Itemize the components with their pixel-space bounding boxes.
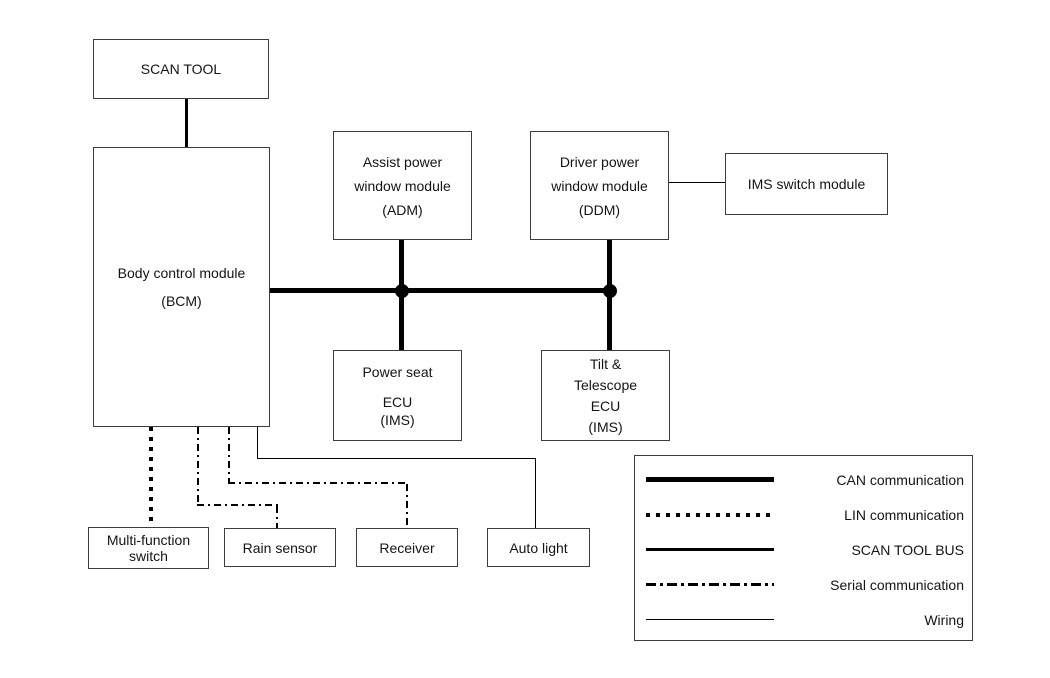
node-tilt-telescope-ecu: Tilt & Telescope ECU (IMS)	[541, 350, 670, 441]
legend: CAN communication LIN communication SCAN…	[634, 455, 973, 641]
node-scan-tool: SCAN TOOL	[93, 39, 269, 99]
legend-item-scan-tool-bus: SCAN TOOL BUS	[635, 532, 972, 567]
legend-label-can: CAN communication	[836, 471, 964, 488]
node-receiver: Receiver	[356, 528, 458, 567]
node-tilt-label-line2: Telescope	[573, 376, 638, 393]
can-junction-dot-ddm	[603, 284, 617, 298]
legend-item-can: CAN communication	[635, 462, 972, 497]
legend-item-serial: Serial communication	[635, 567, 972, 602]
node-auto-light: Auto light	[487, 528, 590, 567]
node-tilt-label-line1: Tilt &	[589, 355, 622, 372]
node-ddm: Driver power window module (DDM)	[530, 131, 669, 240]
node-power-seat-label-line3: (IMS)	[380, 411, 415, 428]
serial-line-sample	[646, 583, 774, 586]
node-auto-light-label: Auto light	[509, 539, 568, 556]
scan-tool-bus-line	[185, 99, 188, 147]
node-adm-label-line1: Assist power	[362, 153, 443, 170]
serial-line-rain-sensor-seg3	[276, 506, 278, 528]
node-adm-label-line2: window module	[354, 177, 451, 194]
node-tilt-label-line4: (IMS)	[588, 418, 623, 435]
serial-line-receiver-seg1	[228, 427, 230, 484]
wiring-line-auto-light-seg3	[535, 458, 536, 528]
can-bus-horizontal-line	[270, 288, 612, 293]
legend-item-lin: LIN communication	[635, 497, 972, 532]
legend-label-wiring: Wiring	[924, 611, 964, 628]
node-multi-function-switch: Multi-function switch	[88, 527, 209, 569]
can-junction-dot-adm	[395, 284, 409, 298]
node-ddm-label-line2: window module	[551, 177, 648, 194]
serial-line-rain-sensor-seg1	[197, 427, 199, 506]
node-power-seat-ecu: Power seat ECU (IMS)	[333, 350, 462, 441]
node-power-seat-label-line1: Power seat	[362, 363, 433, 380]
wiring-line-auto-light-seg2	[257, 458, 536, 459]
node-multi-function-label-line2: switch	[129, 548, 168, 564]
node-power-seat-label-line2: ECU	[382, 393, 413, 410]
lin-communication-line	[149, 427, 153, 527]
serial-line-receiver-seg2	[228, 482, 408, 484]
node-multi-function-label-line1: Multi-function	[106, 532, 191, 548]
legend-label-lin: LIN communication	[844, 506, 964, 523]
node-ddm-label-line1: Driver power	[559, 153, 640, 170]
wiring-line-auto-light-seg1	[257, 427, 258, 458]
scan-tool-bus-line-sample	[646, 548, 774, 551]
node-rain-sensor-label: Rain sensor	[242, 539, 318, 556]
lin-line-sample	[646, 512, 774, 517]
node-receiver-label: Receiver	[379, 539, 435, 556]
legend-label-serial: Serial communication	[830, 576, 964, 593]
node-ims-switch-module-label: IMS switch module	[747, 176, 866, 192]
serial-line-rain-sensor-seg2	[197, 504, 278, 506]
node-tilt-label-line3: ECU	[590, 397, 621, 414]
serial-line-receiver-seg3	[406, 484, 408, 528]
node-rain-sensor: Rain sensor	[224, 528, 336, 567]
node-bcm-label-line2: (BCM)	[161, 293, 202, 309]
node-bcm-label-line1: Body control module	[117, 265, 246, 281]
node-adm-label-line3: (ADM)	[382, 201, 423, 218]
legend-item-wiring: Wiring	[635, 602, 972, 637]
node-adm: Assist power window module (ADM)	[333, 131, 472, 240]
wiring-line-sample	[646, 619, 774, 620]
node-bcm: Body control module (BCM)	[93, 147, 270, 427]
can-line-sample	[646, 477, 774, 482]
node-ddm-label-line3: (DDM)	[578, 201, 621, 218]
node-ims-switch-module: IMS switch module	[725, 153, 888, 215]
legend-label-scan-tool-bus: SCAN TOOL BUS	[851, 541, 964, 558]
ddm-ims-wiring-line	[669, 182, 725, 183]
node-scan-tool-label: SCAN TOOL	[140, 61, 222, 77]
